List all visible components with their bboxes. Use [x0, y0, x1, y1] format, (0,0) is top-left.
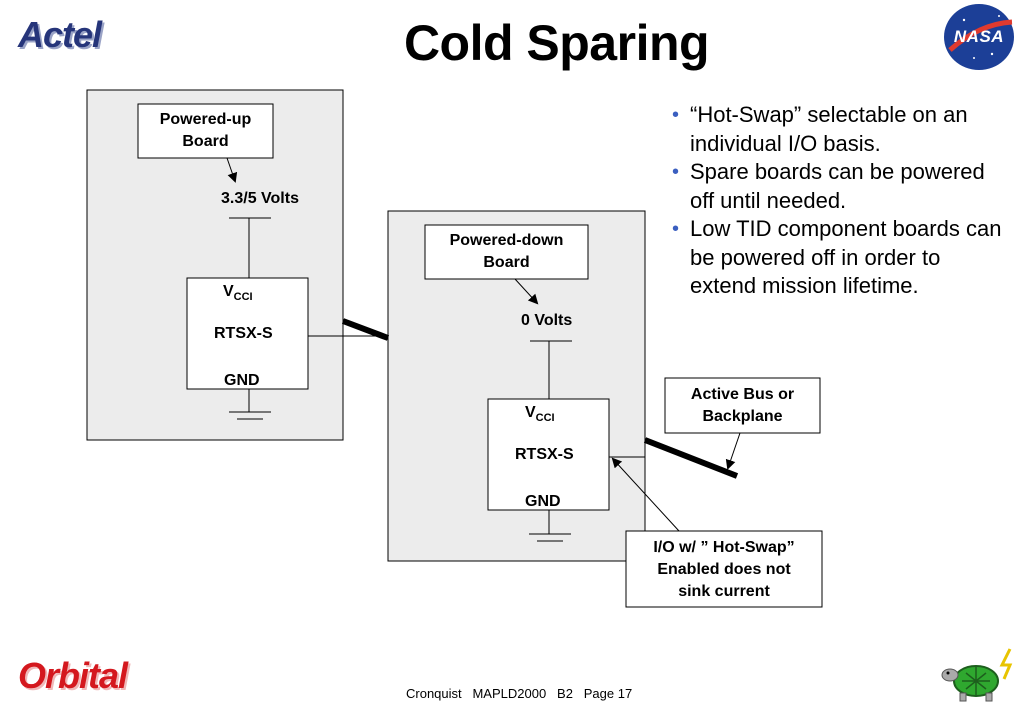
- turtle-mascot-icon: [941, 648, 1013, 702]
- powered-down-label-line2: Board: [483, 254, 530, 271]
- nasa-logo-text: NASA: [953, 27, 1005, 46]
- bus-label-box: [664, 377, 821, 434]
- powered-down-voltage: 0 Volts: [521, 312, 573, 329]
- io-label-box: [625, 530, 823, 608]
- rtsx-chip-left: [186, 277, 309, 390]
- bullet-list: • “Hot-Swap” selectable on an individual …: [672, 101, 1002, 301]
- bullet-item: • Spare boards can be powered off until n…: [672, 158, 1002, 215]
- rtsx-chip-right: [487, 398, 610, 511]
- bullet-dot-icon: •: [672, 161, 680, 183]
- bullet-dot-icon: •: [672, 218, 680, 240]
- footer-text: Cronquist MAPLD2000 B2 Page 17: [406, 686, 633, 701]
- right-vcc-sub: CCI: [535, 412, 555, 425]
- left-vcc-text: V: [223, 283, 234, 300]
- ground-symbol-icon: [529, 510, 571, 542]
- bullet-item: • “Hot-Swap” selectable on an individual …: [672, 101, 1002, 158]
- powered-up-label-box: [137, 103, 274, 159]
- powered-up-label: Powered-up Board: [138, 109, 273, 153]
- io-label-line2: Enabled does not: [657, 561, 791, 578]
- io-arrow: [611, 457, 680, 532]
- right-vcc-label: VCCI: [525, 404, 555, 424]
- bus-arrow: [725, 432, 741, 470]
- powered-down-label-box: [424, 224, 589, 280]
- powered-down-label-line1: Powered-down: [449, 232, 564, 249]
- powered-up-label-line1: Powered-up: [159, 111, 252, 128]
- bullet-text: Low TID component boards can be powered …: [690, 216, 1002, 298]
- left-chip-name: RTSX-S: [214, 325, 273, 342]
- left-vcc-label: VCCI: [223, 283, 253, 303]
- nasa-logo: NASA: [944, 4, 1014, 70]
- right-chip-name: RTSX-S: [515, 446, 574, 463]
- nasa-swoosh-icon: [948, 15, 1013, 59]
- powered-up-arrow: [226, 157, 238, 183]
- io-label-line1: I/O w/ ” Hot-Swap”: [653, 539, 795, 556]
- orbital-logo: Orbital: [18, 655, 128, 696]
- bus-label-line2: Backplane: [702, 408, 783, 425]
- bullet-text: “Hot-Swap” selectable on an individual I…: [690, 102, 968, 156]
- bullet-item: • Low TID component boards can be powered…: [672, 215, 1002, 301]
- bullet-dot-icon: •: [672, 104, 680, 126]
- backplane-bus-line-right: [643, 437, 739, 479]
- slide-title: Cold Sparing: [403, 15, 710, 71]
- powered-down-arrow: [514, 278, 539, 305]
- ground-symbol-icon: [229, 389, 271, 420]
- bus-label: Active Bus or Backplane: [665, 384, 820, 428]
- powered-down-label: Powered-down Board: [425, 230, 588, 274]
- bus-label-line1: Active Bus or: [690, 386, 795, 403]
- io-label-line3: sink current: [678, 583, 770, 600]
- bullet-text: Spare boards can be powered off until ne…: [690, 159, 985, 213]
- right-gnd-label: GND: [525, 493, 561, 510]
- actel-logo: Actel: [18, 14, 102, 56]
- left-gnd-label: GND: [224, 372, 260, 389]
- io-label: I/O w/ ” Hot-Swap” Enabled does not sink…: [626, 537, 822, 603]
- backplane-bus-line: [341, 318, 390, 341]
- actel-logo-text: Actel: [18, 14, 102, 55]
- powered-up-label-line2: Board: [182, 133, 229, 150]
- powered-up-voltage: 3.3/5 Volts: [221, 190, 299, 207]
- right-vcc-text: V: [525, 404, 536, 421]
- left-vcc-sub: CCI: [233, 291, 253, 304]
